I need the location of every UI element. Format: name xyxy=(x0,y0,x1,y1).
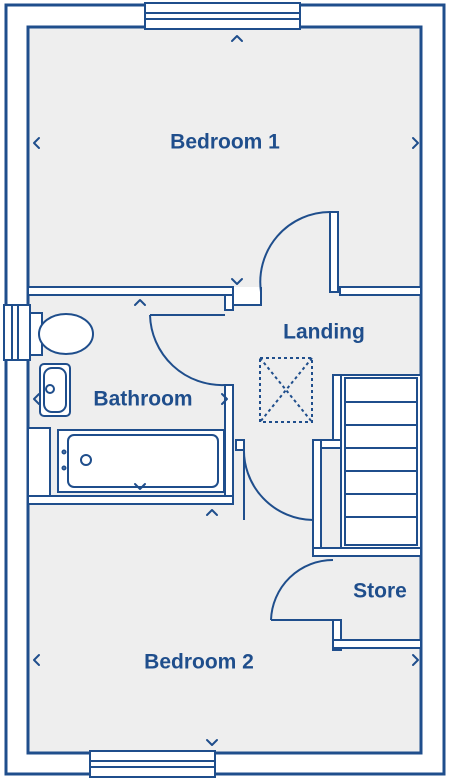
basin-fixture xyxy=(39,363,71,417)
window-top xyxy=(144,2,301,30)
bath-fixture xyxy=(57,429,225,493)
label-bedroom-2: Bedroom 2 xyxy=(144,651,254,674)
label-bedroom-1: Bedroom 1 xyxy=(170,131,280,154)
label-landing: Landing xyxy=(283,321,365,344)
window-bottom xyxy=(89,750,216,778)
label-store: Store xyxy=(353,580,407,603)
window-bathroom xyxy=(3,304,31,361)
dimension-markers xyxy=(33,35,419,746)
staircase xyxy=(340,374,422,549)
toilet-fixture xyxy=(29,312,94,356)
doors xyxy=(149,211,334,621)
interior-walls xyxy=(27,211,422,651)
loft-hatch xyxy=(259,357,313,423)
label-bathroom: Bathroom xyxy=(93,388,192,411)
